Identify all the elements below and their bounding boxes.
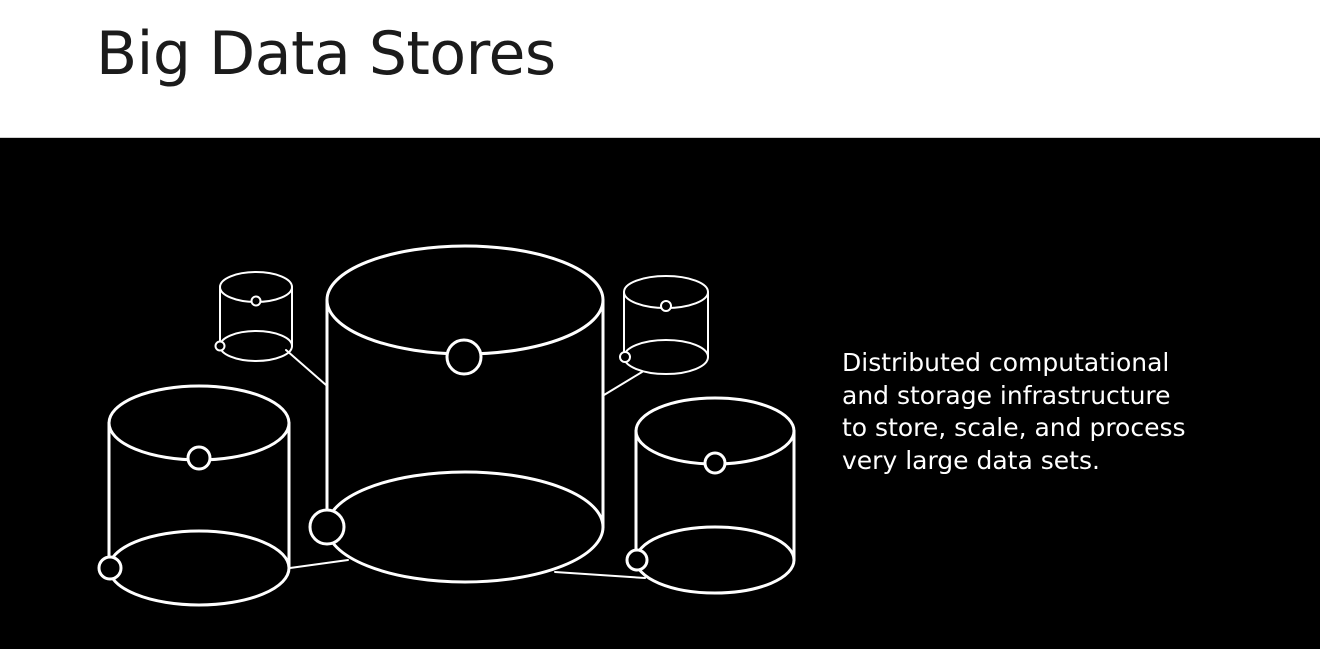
large-database-cylinder bbox=[308, 244, 605, 584]
description-line: and storage infrastructure bbox=[842, 380, 1171, 410]
medium-database-cylinder-right bbox=[625, 396, 796, 595]
slide-description: Distributed computational and storage in… bbox=[842, 347, 1262, 477]
connector-lines bbox=[285, 349, 646, 579]
description-line: Distributed computational bbox=[842, 348, 1170, 377]
description-line: very large data sets. bbox=[842, 445, 1100, 475]
slide-title: Big Data Stores bbox=[96, 19, 556, 89]
slide-body: Distributed computational and storage in… bbox=[0, 138, 1320, 649]
description-line: to store, scale, and process bbox=[842, 413, 1186, 442]
slide-header: Big Data Stores bbox=[0, 0, 1320, 138]
medium-database-cylinder-left bbox=[97, 384, 291, 607]
database-cylinders-icon bbox=[97, 244, 796, 607]
small-database-cylinder-left bbox=[214, 271, 293, 362]
small-database-cylinder-right bbox=[619, 275, 709, 375]
